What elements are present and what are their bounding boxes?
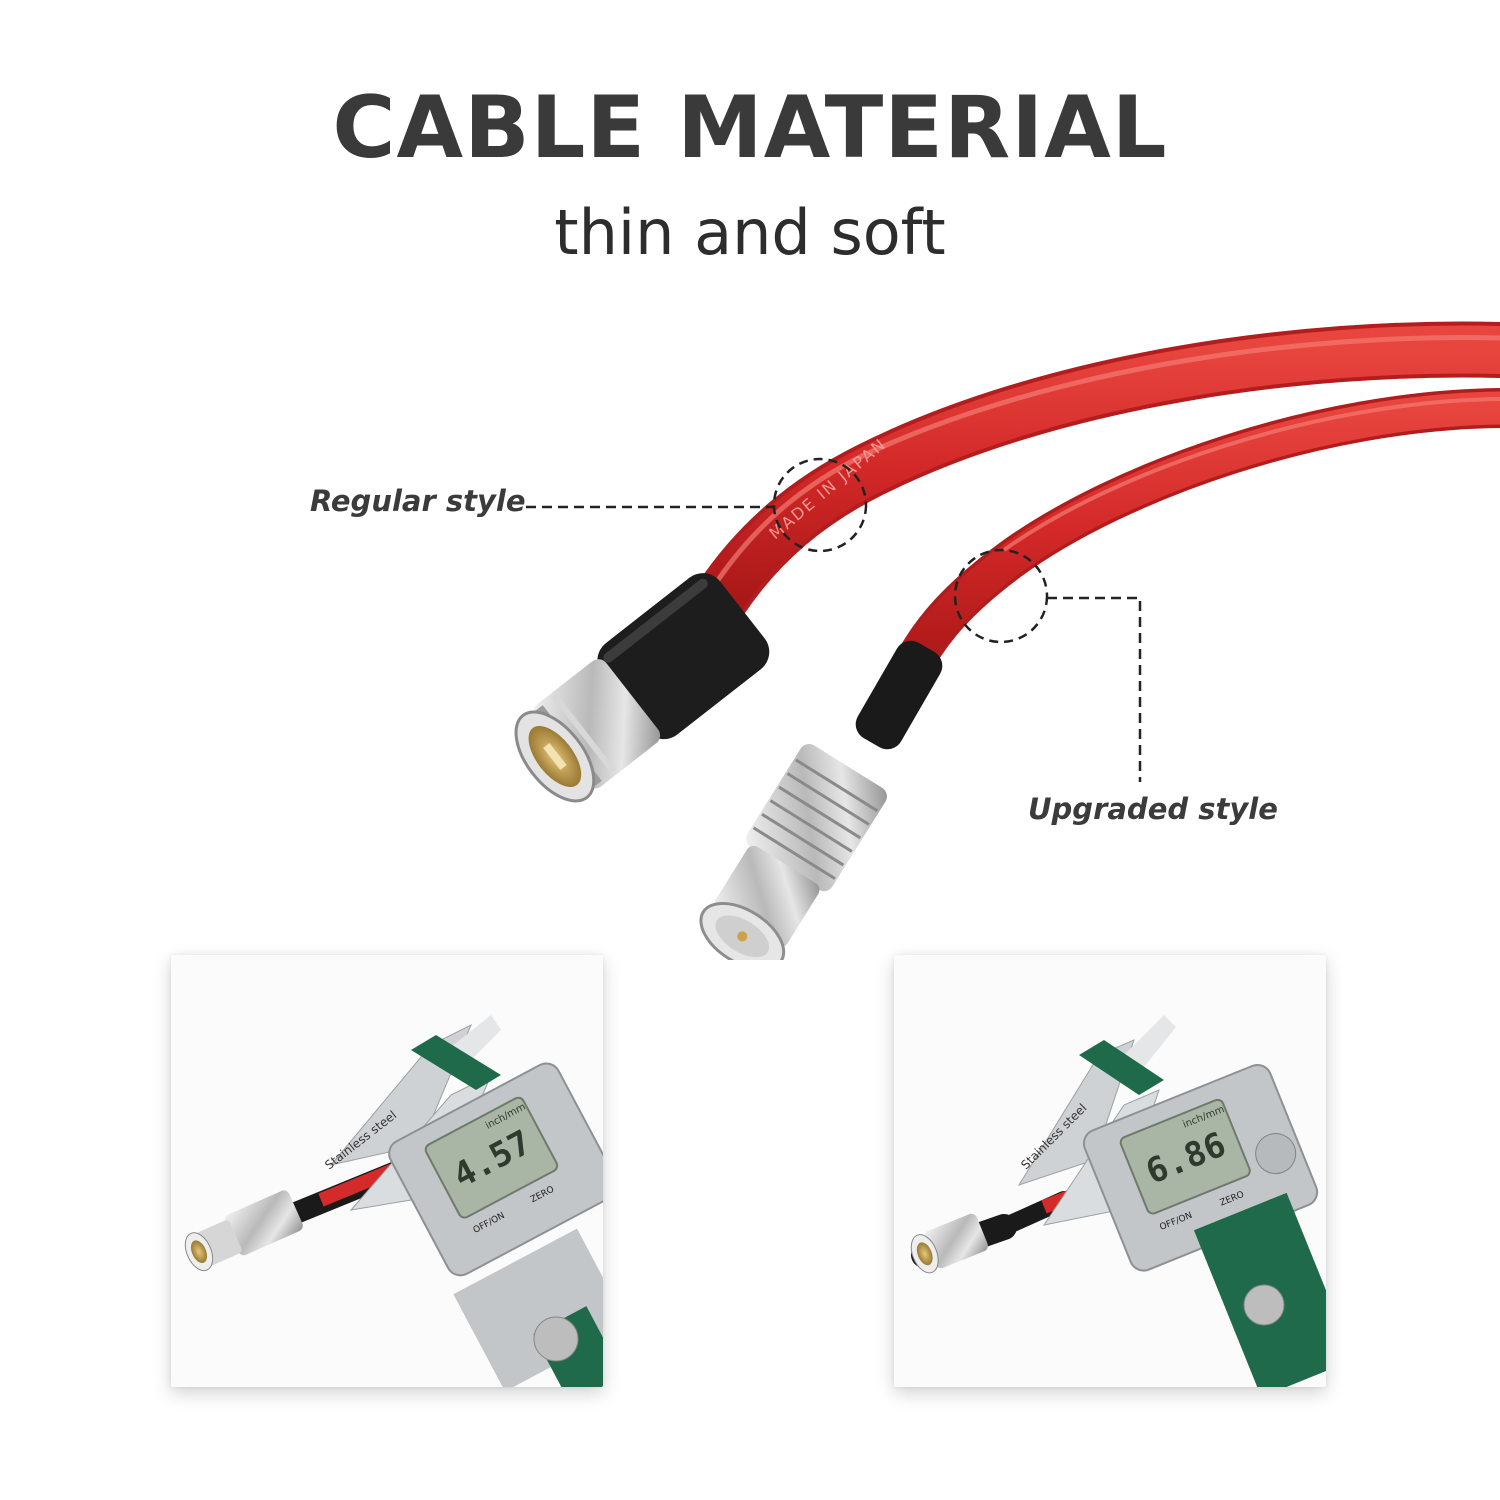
- upgraded-callout-circle: [953, 548, 1049, 644]
- upgraded-strain-relief: [855, 640, 943, 750]
- upgraded-callout-line: [1047, 596, 1142, 782]
- upgraded-measurement-photo: Stainless steel 6.86 inch/mm OFF/ON ZERO: [894, 955, 1326, 1387]
- upgraded-bnc-connector: [699, 743, 887, 960]
- cable-illustration: MADE IN JAPAN: [514, 321, 1500, 960]
- upgraded-style-label: Upgraded style: [1028, 792, 1278, 826]
- regular-measurement-photo: Stainless steel 4.57 inch/mm OFF/ON ZERO: [171, 955, 603, 1387]
- regular-callout-circle: [772, 457, 868, 553]
- page-subtitle: thin and soft: [554, 196, 946, 269]
- regular-style-label: Regular style: [310, 484, 526, 518]
- regular-bnc-connector: [514, 573, 770, 803]
- page-title: CABLE MATERIAL: [332, 78, 1168, 178]
